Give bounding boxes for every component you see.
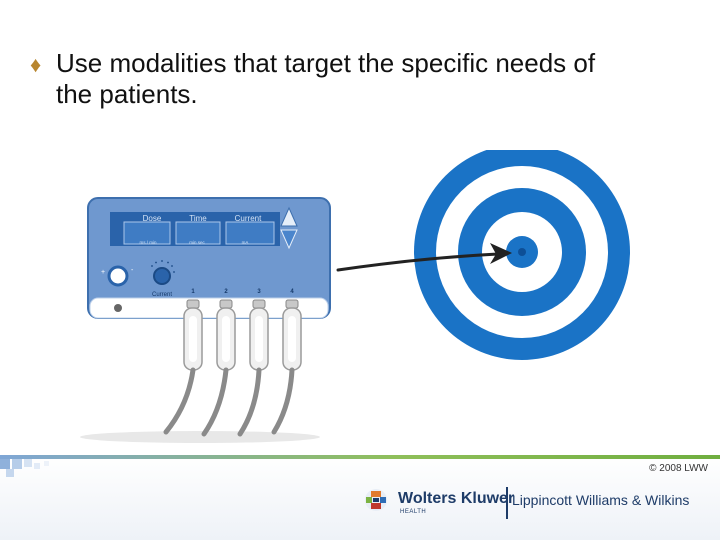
brand-sub: HEALTH bbox=[400, 509, 426, 515]
stimulator-device: Dose Time Current ms / min min sec mA + … bbox=[80, 198, 330, 443]
lcd-label-dose: Dose bbox=[143, 214, 162, 223]
bullet-point: ♦ Use modalities that target the specifi… bbox=[30, 48, 630, 110]
target-bullseye bbox=[414, 150, 630, 360]
brand-secondary: Lippincott Williams & Wilkins bbox=[512, 492, 689, 508]
wolters-kluwer-logo-icon bbox=[362, 487, 390, 513]
jack-2 bbox=[220, 300, 232, 308]
jack-4 bbox=[286, 300, 298, 308]
lead-plug-1 bbox=[184, 308, 202, 370]
lcd-unit-dose: ms / min bbox=[139, 240, 156, 245]
decorative-squares-icon bbox=[0, 459, 90, 479]
publisher-logo: Wolters Kluwer HEALTH Lippincott William… bbox=[362, 485, 712, 525]
lcd-label-time: Time bbox=[189, 214, 207, 223]
diamond-bullet-icon: ♦ bbox=[30, 49, 41, 80]
power-knob[interactable] bbox=[109, 267, 127, 285]
lead-plug-4 bbox=[283, 308, 301, 370]
jack-3 bbox=[253, 300, 265, 308]
indicator-light bbox=[114, 304, 122, 312]
lead-wires bbox=[166, 370, 292, 434]
lcd-unit-current: mA bbox=[242, 240, 249, 245]
current-knob[interactable] bbox=[154, 268, 170, 284]
brand-divider bbox=[506, 487, 508, 519]
copyright-text: © 2008 LWW bbox=[649, 463, 708, 474]
bullet-text: Use modalities that target the specific … bbox=[30, 48, 630, 110]
lcd-label-current: Current bbox=[235, 214, 262, 223]
footer-stripe bbox=[0, 455, 720, 459]
illustration: Dose Time Current ms / min min sec mA + … bbox=[0, 150, 720, 450]
knob-label: Current bbox=[152, 292, 172, 298]
plus-icon: + bbox=[101, 269, 105, 276]
lcd-unit-time: min sec bbox=[189, 240, 205, 245]
footer-band: © 2008 LWW Wolters Kluwer HEALTH Lippinc… bbox=[0, 455, 720, 540]
brand-primary: Wolters Kluwer bbox=[398, 490, 514, 508]
jack-1 bbox=[187, 300, 199, 308]
lead-plug-3 bbox=[250, 308, 268, 370]
lead-plug-2 bbox=[217, 308, 235, 370]
